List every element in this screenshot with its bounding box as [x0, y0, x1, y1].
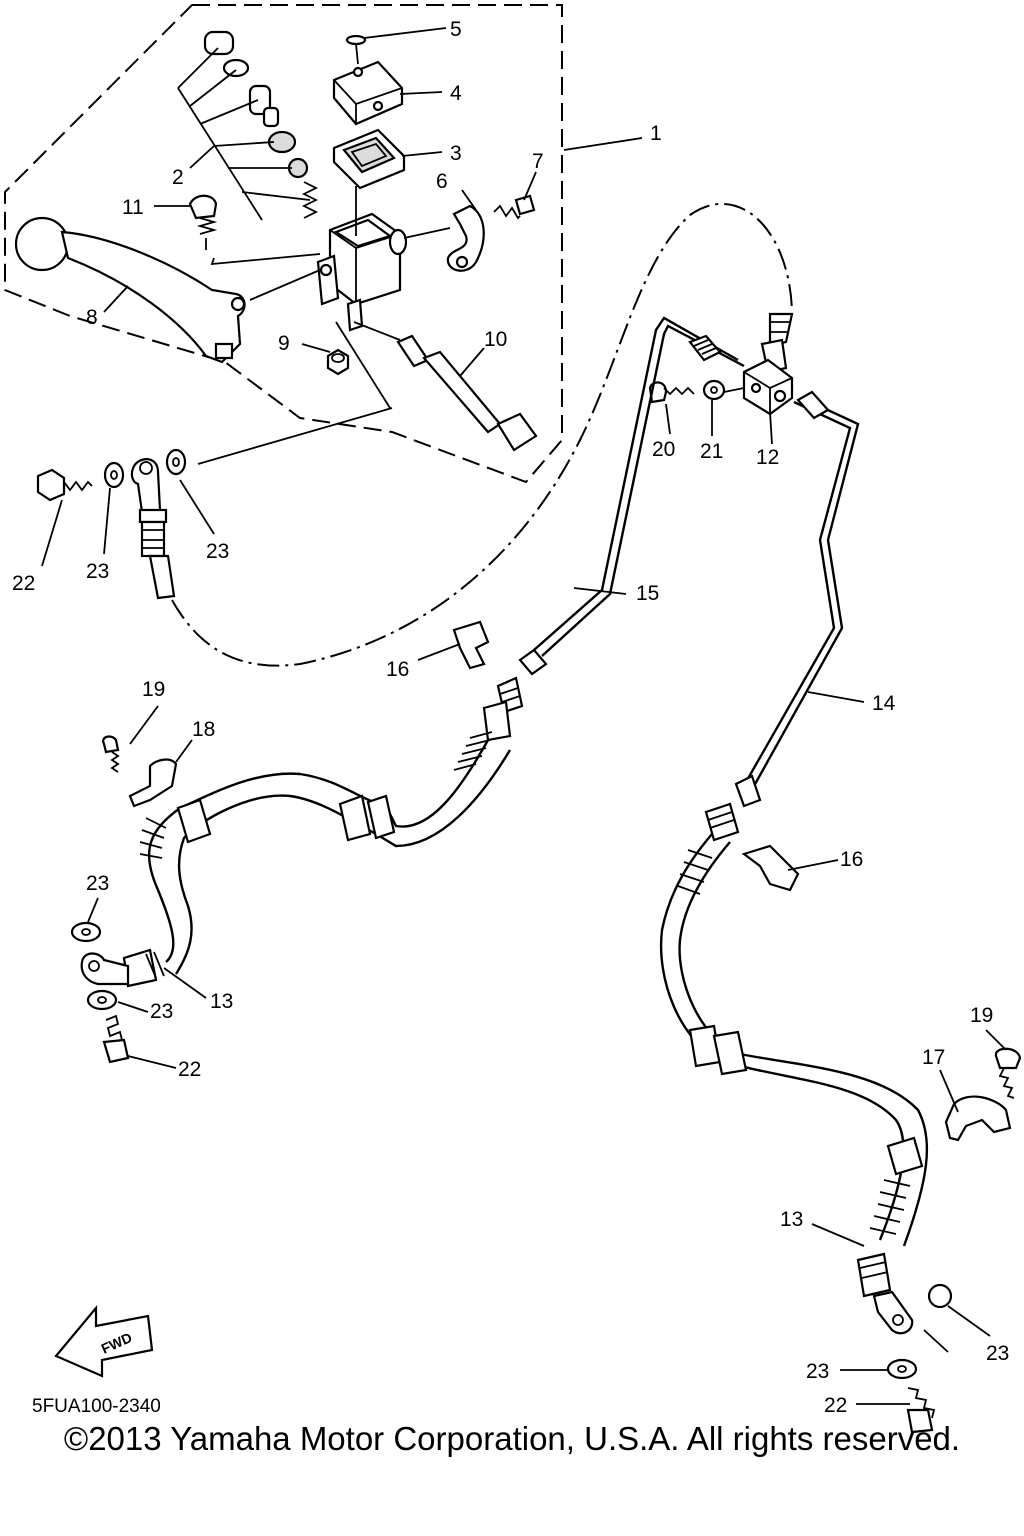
brake-lever	[14, 216, 246, 364]
callout-23-lower-right-a: 23	[806, 1360, 829, 1383]
lower-right-banjo-group	[886, 1283, 953, 1434]
diaphragm	[332, 128, 406, 190]
cylinder-body	[316, 212, 408, 332]
callout-11: 11	[122, 196, 144, 219]
master-cylinder-group	[14, 30, 538, 452]
holder-bolt	[493, 194, 536, 220]
brake-switch	[353, 321, 538, 452]
callout-21: 21	[700, 440, 723, 463]
callout-5: 5	[450, 18, 462, 41]
callout-23-upper-right: 23	[206, 540, 229, 563]
callout-22-right: 22	[824, 1394, 847, 1417]
callout-10: 10	[484, 328, 507, 351]
callout-7: 7	[532, 150, 544, 173]
nut	[326, 348, 350, 376]
callout-15: 15	[636, 582, 659, 605]
holder	[446, 204, 485, 272]
callout-8: 8	[86, 306, 98, 329]
leader-lines	[41, 27, 1007, 1405]
callout-19-left: 19	[142, 678, 165, 701]
lower-left-banjo-group	[70, 921, 130, 1064]
reservoir-cover	[332, 60, 404, 126]
callout-3: 3	[450, 142, 462, 165]
callout-22-left: 22	[178, 1058, 201, 1081]
callout-16-lower: 16	[840, 848, 863, 871]
callout-13-right: 13	[780, 1208, 803, 1231]
fwd-arrow-icon: FWD	[54, 1304, 154, 1378]
callout-17: 17	[922, 1046, 945, 1069]
callout-14: 14	[872, 692, 896, 715]
upper-left-banjo-group	[36, 407, 393, 600]
brake-pipe-15	[518, 316, 745, 676]
clamp-18-bolt-19	[102, 735, 178, 808]
callout-2: 2	[172, 166, 184, 189]
brake-hose-13-left	[80, 676, 524, 988]
callout-1: 1	[650, 122, 662, 145]
clip-16-lower	[741, 844, 800, 892]
pivot-bolt	[188, 194, 218, 250]
callout-23-upper-left: 23	[86, 560, 109, 583]
upper-junction-group	[648, 312, 794, 416]
callout-16-upper: 16	[386, 658, 409, 681]
callout-23-mid-left-top: 23	[86, 872, 109, 895]
clamp-17-bolt-19	[944, 1047, 1022, 1142]
brake-hose-13-right	[659, 802, 929, 1335]
callout-13-left: 13	[210, 990, 233, 1013]
hose-route-line	[171, 202, 793, 667]
callout-labels: 1 2 3 4 5 6 7 8 9 10 11 12 13 13 14 15 1…	[12, 18, 1009, 1417]
callout-4: 4	[450, 82, 462, 105]
callout-6: 6	[436, 170, 448, 193]
piston-kit-parts	[177, 30, 319, 221]
screw	[345, 34, 367, 65]
callout-23-mid-left-bottom: 23	[150, 1000, 173, 1023]
brake-pipe-14	[734, 390, 860, 808]
clip-16-upper	[452, 620, 490, 670]
callout-12: 12	[756, 446, 779, 469]
copyright-notice: ©2013 Yamaha Motor Corporation, U.S.A. A…	[63, 1420, 961, 1457]
callout-22-upper: 22	[12, 572, 35, 595]
callout-19-right: 19	[970, 1004, 993, 1027]
part-code: 5FUA100-2340	[32, 1396, 161, 1417]
assembly-boundary	[4, 4, 563, 484]
callout-23-lower-right-b: 23	[986, 1342, 1009, 1365]
callout-18: 18	[192, 718, 215, 741]
callout-9: 9	[278, 332, 290, 355]
callout-20: 20	[652, 438, 675, 461]
